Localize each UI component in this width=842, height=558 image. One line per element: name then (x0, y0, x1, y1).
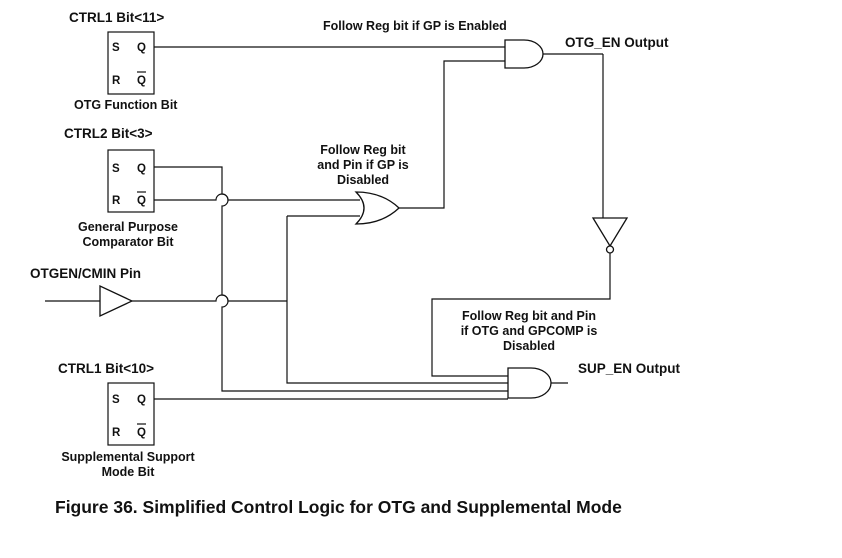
inverter-gate (591, 217, 629, 248)
wire-inverter-to-and2 (431, 252, 611, 377)
wire-pin-to-and2 (286, 216, 508, 384)
ctrl1-bit11-pin-r: R (112, 75, 121, 87)
otgen-cmin-pin-label: OTGEN/CMIN Pin (30, 266, 141, 281)
ctrl1-bit10-pin-s: S (112, 394, 120, 406)
note-and2-line2: if OTG and GPCOMP is (461, 324, 598, 338)
wires (132, 46, 611, 400)
ctrl1-bit10-caption-line1: Supplemental Support (61, 450, 195, 464)
or-gate-gp (354, 191, 400, 225)
otgen-cmin-pin: OTGEN/CMIN Pin (30, 266, 141, 318)
and-gate-otg (504, 39, 544, 69)
note-or1-line2: and Pin if GP is (317, 158, 409, 172)
otg-en-output-label: OTG_EN Output (565, 35, 669, 50)
ctrl1-bit11-pin-s: S (112, 42, 120, 54)
note-or1-line3: Disabled (337, 173, 389, 187)
ctrl2-bit3-pin-r: R (112, 195, 121, 207)
note-or1-line1: Follow Reg bit (320, 143, 406, 157)
ctrl1-bit11-caption: OTG Function Bit (74, 98, 178, 112)
wire-gp-qbar-to-or1 (154, 193, 360, 201)
ctrl2-bit3-block: CTRL2 Bit<3> S Q R Q General Purpose Com… (64, 126, 178, 249)
inverter-bubble (605, 245, 615, 254)
ctrl1-bit11-pin-q: Q (137, 42, 146, 54)
ctrl1-bit10-pin-r: R (112, 427, 121, 439)
note-and2-line1: Follow Reg bit and Pin (462, 309, 596, 323)
wire-or1-to-and1 (399, 60, 505, 209)
ctrl2-bit3-register (107, 149, 155, 213)
ctrl2-bit3-pin-qbar: Q (137, 195, 146, 207)
wire-pin-buffer-out (132, 294, 287, 302)
ctrl1-bit10-register (107, 382, 155, 446)
ctrl2-bit3-caption-line1: General Purpose (78, 220, 178, 234)
gates (354, 39, 629, 399)
ctrl1-bit10-caption-line2: Mode Bit (102, 465, 156, 479)
ctrl1-bit11-title: CTRL1 Bit<11> (69, 10, 164, 25)
ctrl1-bit11-register (107, 31, 155, 95)
ctrl1-bit10-pin-qbar: Q (137, 427, 146, 439)
figure-caption: Figure 36. Simplified Control Logic for … (55, 497, 622, 517)
and-gate-sup (507, 367, 552, 399)
ctrl2-bit3-pin-q: Q (137, 163, 146, 175)
ctrl1-bit10-block: CTRL1 Bit<10> S Q R Q Supplemental Suppo… (58, 361, 196, 479)
sup-en-output-label: SUP_EN Output (578, 361, 681, 376)
input-buffer (99, 284, 134, 318)
ctrl2-bit3-title: CTRL2 Bit<3> (64, 126, 153, 141)
note-and1: Follow Reg bit if GP is Enabled (323, 19, 507, 33)
annotations: Follow Reg bit if GP is Enabled Follow R… (317, 19, 597, 353)
ctrl1-bit11-pin-qbar: Q (137, 75, 146, 87)
note-and2-line3: Disabled (503, 339, 555, 353)
ctrl1-bit10-pin-q: Q (137, 394, 146, 406)
ctrl1-bit11-block: CTRL1 Bit<11> S Q R Q OTG Function Bit (69, 10, 178, 112)
ctrl2-bit3-caption-line2: Comparator Bit (83, 235, 175, 249)
ctrl2-bit3-pin-s: S (112, 163, 120, 175)
ctrl1-bit10-title: CTRL1 Bit<10> (58, 361, 154, 376)
